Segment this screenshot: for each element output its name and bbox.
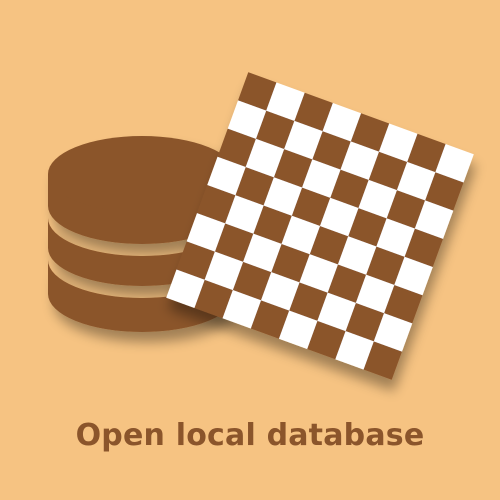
chessboard-square [320,197,359,237]
chessboard-square [273,149,313,188]
chessboard-square [278,310,318,350]
chessboard-square [291,187,331,226]
chessboard-square [407,133,446,173]
chessboard-square [322,102,362,142]
chessboard-square [366,246,405,285]
chessboard-square [368,151,408,191]
chessboard-square [261,272,300,311]
chessboard-square [289,282,328,321]
chessboard-square [312,131,351,170]
chessboard-square [217,128,256,168]
chessboard-square [425,172,464,211]
chessboard-square [263,177,303,216]
chessboard-square [435,144,474,183]
chessboard-square [317,292,356,332]
chessboard-square [176,241,215,280]
chessboard-square [281,215,320,255]
chessboard-square [294,92,333,132]
chessboard-square [255,110,295,150]
chessboard-square [378,123,418,162]
chessboard-square [337,236,377,275]
chessboard-square [340,141,379,180]
chessboard-square [348,208,387,247]
chessboard-square [335,331,374,370]
open-local-database-icon [48,72,474,380]
chessboard-square [222,290,262,329]
chessboard-square [245,138,285,178]
chessboard-square [266,82,305,121]
chessboard-square [194,279,233,319]
chessboard-square [196,184,236,224]
chessboard-square [204,251,244,291]
chessboard-square [166,269,205,308]
chessboard-square [373,313,413,352]
chessboard-square [284,120,323,160]
chessboard-square [350,113,390,152]
chessboard-square [309,226,349,265]
chessboard-square [384,284,423,324]
chessboard-square [358,179,397,219]
chessboard-square [271,243,310,283]
chessboard-square [396,161,436,201]
chessboard-square [186,213,226,252]
chessboard-square [345,302,385,342]
chessboard-square [227,100,267,139]
chessboard-square [238,72,277,111]
chessboard-square [253,205,292,244]
chessboard-square [307,320,346,360]
chessboard-square [214,223,254,262]
chessboard-square [394,256,433,296]
chessboard-square [235,167,274,206]
chessboard-square [302,159,341,198]
chessboard-square [250,300,290,339]
chessboard-square [232,261,272,301]
chessboard-square [207,156,246,196]
chessboard-square [327,264,367,303]
chessboard-square [243,233,282,273]
chessboard-square [363,341,402,380]
chessboard-square [386,190,426,229]
chessboard-square [330,169,369,209]
chessboard-square [414,200,454,239]
chessboard-square [376,218,415,257]
chessboard-icon [166,72,474,380]
chessboard-square [225,195,264,234]
tile-label: Open local database [75,418,425,453]
chessboard-square [299,254,338,293]
chessboard-square [404,228,444,268]
chessboard-square [355,274,395,314]
